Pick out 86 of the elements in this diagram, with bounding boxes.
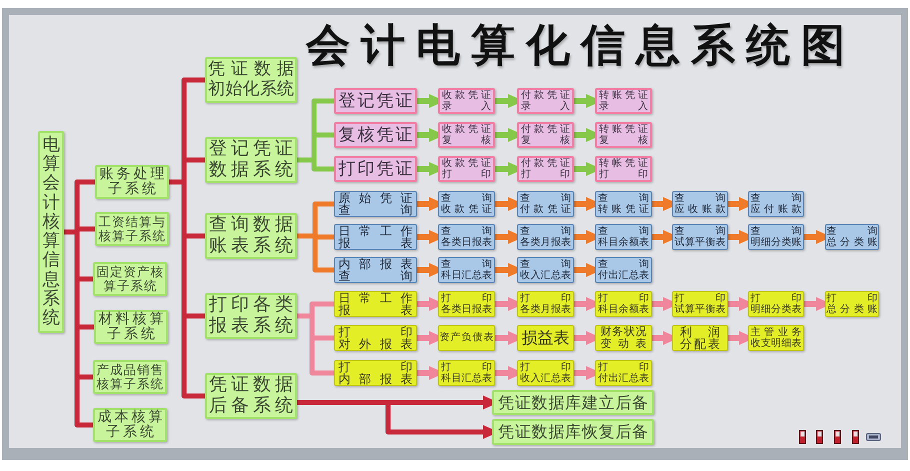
step-name: 打印对外报表 [338,326,412,350]
step-name: 打印总分类账 [826,292,878,316]
step-name: 凭证数据库建立后备 [498,392,648,412]
step-box [672,325,728,351]
system-name: 产成品销售核算子系统 [96,363,164,391]
step-box [334,122,417,148]
step-box [334,88,417,114]
step-name: 查询转账凭证 [598,192,649,216]
step-box [595,88,652,114]
step-name: 查询明细分类账 [750,226,802,248]
step-name: 资产负债表 [440,332,494,344]
system-name: 材料核算子系统 [98,312,166,342]
step-name: 打印科目汇总表 [441,362,492,384]
system-name: 工资结算与核算子系统 [98,215,166,243]
step-name: 内部报表查询 [338,258,412,282]
system-name: 登记凭证数据系统 [209,139,293,181]
step-box [517,156,574,182]
step-name: 打印各类月报表 [520,292,571,316]
step-box [438,156,495,182]
step-box [517,325,574,351]
step-name: 收款凭证打印 [442,158,491,180]
step-name: 打印内部报表 [338,361,412,385]
system-name: 成本核算子系统 [96,410,166,440]
diagram-title: 会计电算化信息系统图 [306,20,856,72]
step-name: 转帐凭证打印 [599,158,648,180]
step-box [334,325,417,351]
system-box [38,131,64,333]
step-name: 打印各类日报表 [441,292,492,316]
step-name: 打印科目余额表 [598,292,649,316]
step-box [517,88,574,114]
step-box [334,191,417,217]
step-name: 打印明细分类表 [750,292,802,316]
system-name: 固定资产核算子系统 [96,265,164,293]
step-name: 查询应付账款 [750,192,802,216]
system-name: 凭证数据初始化系统 [208,60,294,100]
step-box [334,291,417,317]
step-box [438,88,495,114]
step-name: 查询应收账款 [674,192,726,216]
step-name: 查询各类月报表 [520,226,571,248]
system-name: 查询数据账表系统 [209,215,293,257]
step-name: 查询试算平衡表 [674,226,726,248]
step-name: 查询科日汇总表 [441,258,492,282]
step-box [438,122,495,148]
step-name: 付款凭证打印 [521,158,570,180]
step-name: 登记凭证 [338,90,412,112]
step-box [595,325,652,351]
step-box [334,156,417,182]
step-name: 损益表 [522,328,570,348]
step-box [334,224,417,250]
step-name: 复核凭证 [338,124,412,146]
step-name: 查询收款凭证 [441,192,492,216]
step-name: 打印凭证 [338,158,412,180]
step-box [492,419,654,445]
step-name: 打印付出汇总表 [598,362,649,384]
step-name: 查询总分类账 [826,226,878,248]
step-name: 凭证数据库恢复后备 [498,422,648,442]
system-name: 账务处理子系统 [98,167,168,197]
step-name: 打印收入汇总表 [520,362,571,384]
step-name: 查询科目余额表 [598,226,649,248]
step-name: 日常工作报表 [338,292,412,316]
step-box [595,156,652,182]
step-name: 收款凭证复核 [442,124,491,146]
step-box [595,122,652,148]
step-box [334,360,417,386]
step-name: 付款凭证复核 [521,124,570,146]
system-name: 打印各类报表系统 [209,295,293,337]
step-name: 查询付出汇总表 [598,258,649,282]
step-name: 原始凭证查询 [338,192,412,216]
step-name: 财务状况变动表 [600,326,646,350]
step-name: 打印试算平衡表 [674,292,726,316]
step-name: 查询各类日报表 [441,226,492,248]
step-box [492,390,654,415]
step-name: 查询付款凭证 [520,192,571,216]
step-name: 利润分配表 [680,326,720,350]
system-name: 电算会计核算信息系统 [42,136,60,328]
step-name: 付款凭证录入 [521,90,570,112]
step-name: 主管业务收支明细表 [750,326,802,350]
system-name: 凭证数据后备系统 [209,375,293,417]
step-name: 转账凭证录入 [599,90,648,112]
step-name: 转账凭证复核 [599,124,648,146]
step-box [517,122,574,148]
step-name: 日常工作报表 [338,225,412,249]
step-name: 收款凭证录入 [442,90,491,112]
step-box [334,257,417,283]
step-name: 查询收入汇总表 [520,258,571,282]
step-box [438,325,495,351]
